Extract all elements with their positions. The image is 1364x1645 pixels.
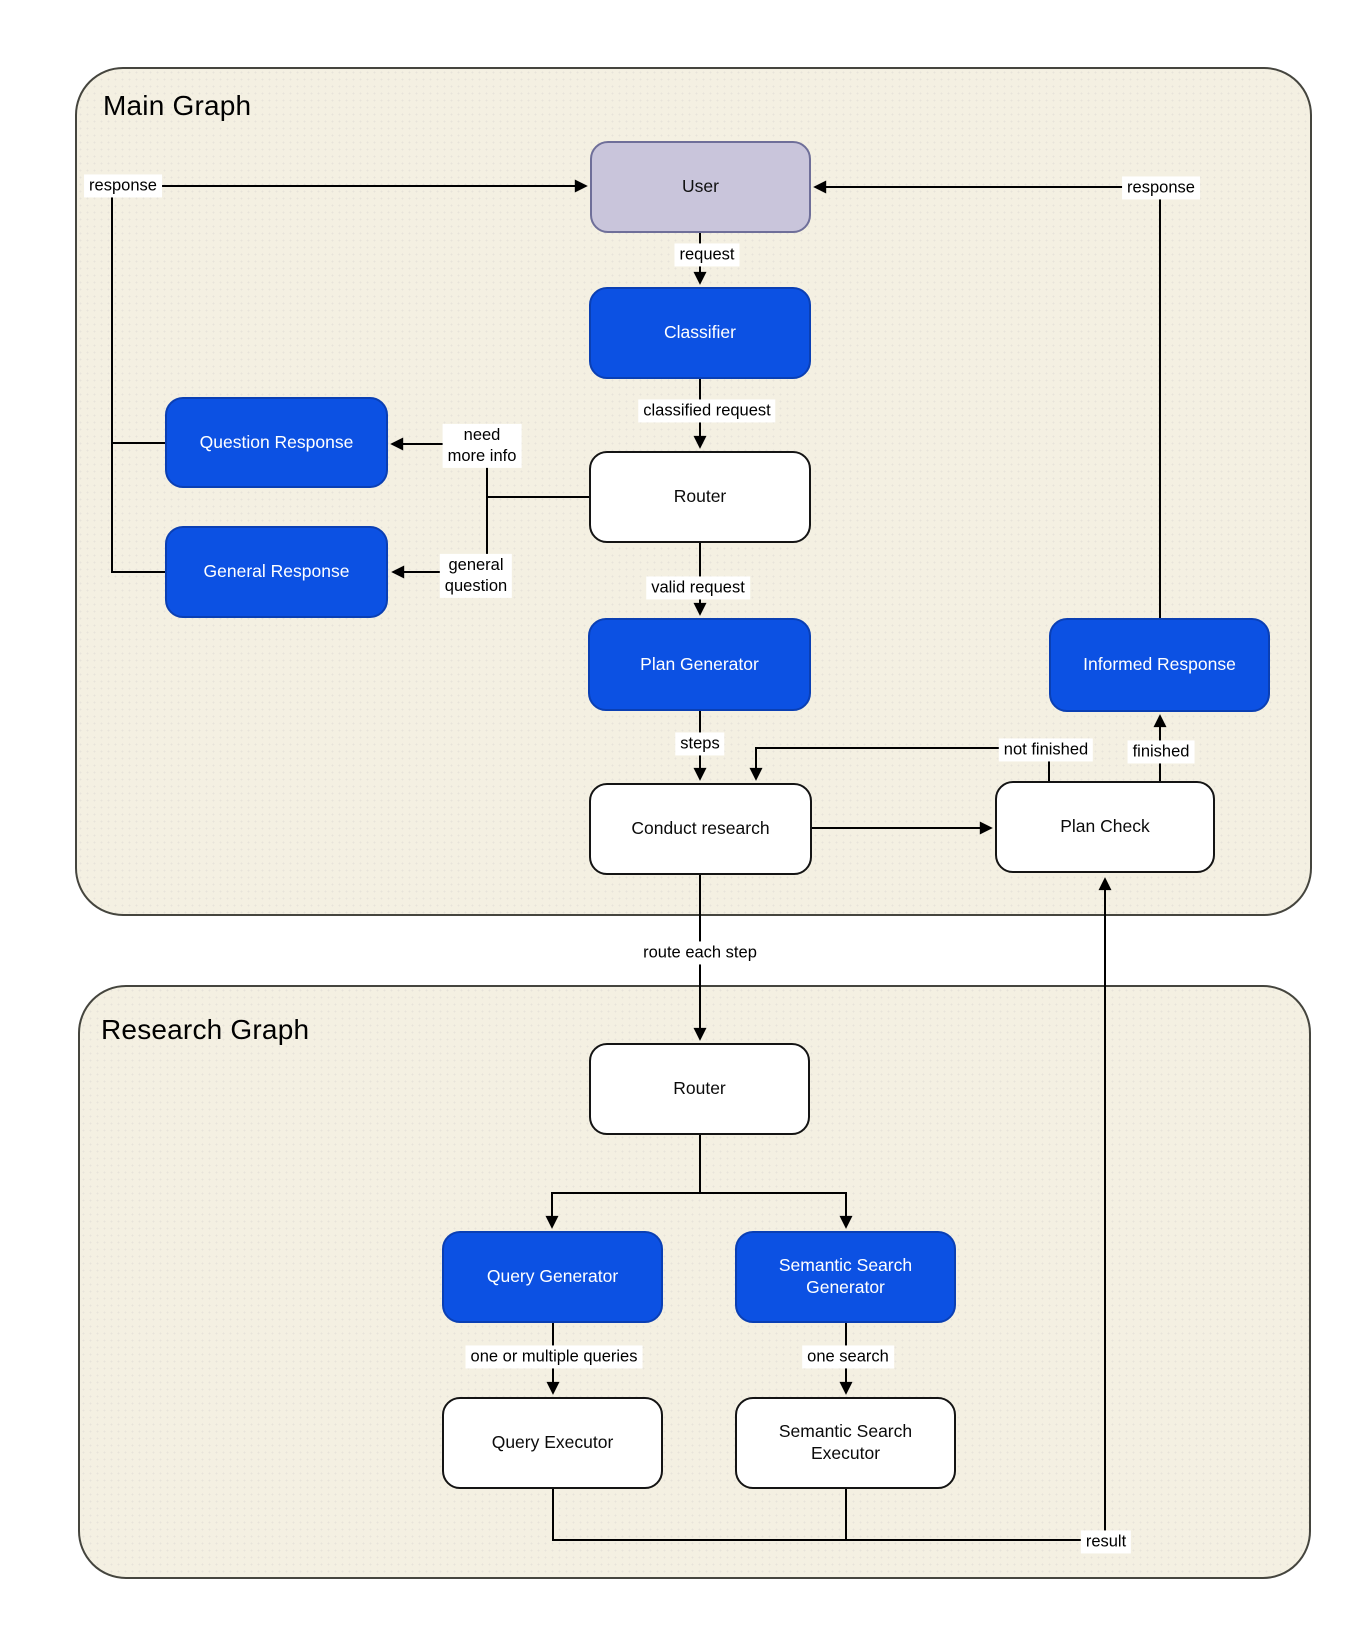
node-general-response: General Response <box>165 526 388 618</box>
edge-general-response-to-user <box>111 443 165 573</box>
edge-label-user-to-classifier: request <box>674 243 740 267</box>
edge-label-classifier-to-router-main: classified request <box>638 399 776 423</box>
node-informed-response: Informed Response <box>1049 618 1270 712</box>
edge-label-router-main-to-general-response: general question <box>439 553 513 599</box>
edge-label-question-response-to-user: response <box>84 174 162 198</box>
main-graph-title: Main Graph <box>103 90 252 121</box>
edge-label-query-executor-to-plan-check: result <box>1080 1530 1132 1554</box>
node-label-user: User <box>682 176 719 197</box>
edge-label-conduct-research-to-router-research: route each step <box>638 941 762 965</box>
edge-label-plan-check-to-conduct-research: not finished <box>998 738 1094 762</box>
edge-router-research-to-semantic-search-generator <box>700 1192 853 1229</box>
edge-label-router-main-to-question-response: need more info <box>442 423 522 469</box>
node-router-main: Router <box>589 451 811 543</box>
node-question-response: Question Response <box>165 397 388 488</box>
edge-label-query-generator-to-query-executor: one or multiple queries <box>465 1345 643 1369</box>
edge-label-plan-generator-to-conduct-research: steps <box>675 732 725 756</box>
edge-plan-check-to-conduct-research <box>749 747 1050 781</box>
node-label-question-response: Question Response <box>199 431 354 452</box>
node-plan-check: Plan Check <box>995 781 1215 873</box>
node-label-router-research: Router <box>673 1078 726 1099</box>
node-label-conduct-research: Conduct research <box>631 818 770 839</box>
node-label-semantic-search-executor: Semantic Search Executor <box>778 1421 913 1463</box>
node-user: User <box>590 141 811 233</box>
node-label-plan-check: Plan Check <box>1060 816 1150 837</box>
edge-label-plan-check-to-informed-response: finished <box>1127 740 1195 764</box>
node-label-router-main: Router <box>673 486 727 507</box>
node-conduct-research: Conduct research <box>589 783 812 875</box>
edge-label-router-main-to-plan-generator: valid request <box>646 576 750 600</box>
edge-label-semantic-search-generator-to-semantic-search-executor: one search <box>802 1345 894 1369</box>
node-semantic-search-generator: Semantic Search Generator <box>735 1231 956 1323</box>
node-query-generator: Query Generator <box>442 1231 663 1323</box>
edge-informed-response-to-user <box>813 180 1161 618</box>
node-query-executor: Query Executor <box>442 1397 663 1489</box>
node-label-semantic-search-generator: Semantic Search Generator <box>778 1255 913 1297</box>
node-label-plan-generator: Plan Generator <box>640 653 759 674</box>
node-label-general-response: General Response <box>203 561 350 582</box>
node-label-classifier: Classifier <box>664 322 736 343</box>
node-label-query-executor: Query Executor <box>491 1432 614 1453</box>
research-graph-title: Research Graph <box>101 1014 310 1045</box>
node-router-research: Router <box>589 1043 810 1135</box>
edge-label-informed-response-to-user: response <box>1122 176 1200 200</box>
node-classifier: Classifier <box>589 287 811 379</box>
edge-router-research-to-query-generator <box>545 1135 701 1229</box>
node-semantic-search-executor: Semantic Search Executor <box>735 1397 956 1489</box>
node-label-informed-response: Informed Response <box>1083 654 1236 675</box>
node-plan-generator: Plan Generator <box>588 618 811 711</box>
edge-query-executor-to-plan-check <box>552 877 1112 1541</box>
node-label-query-generator: Query Generator <box>486 1266 619 1287</box>
